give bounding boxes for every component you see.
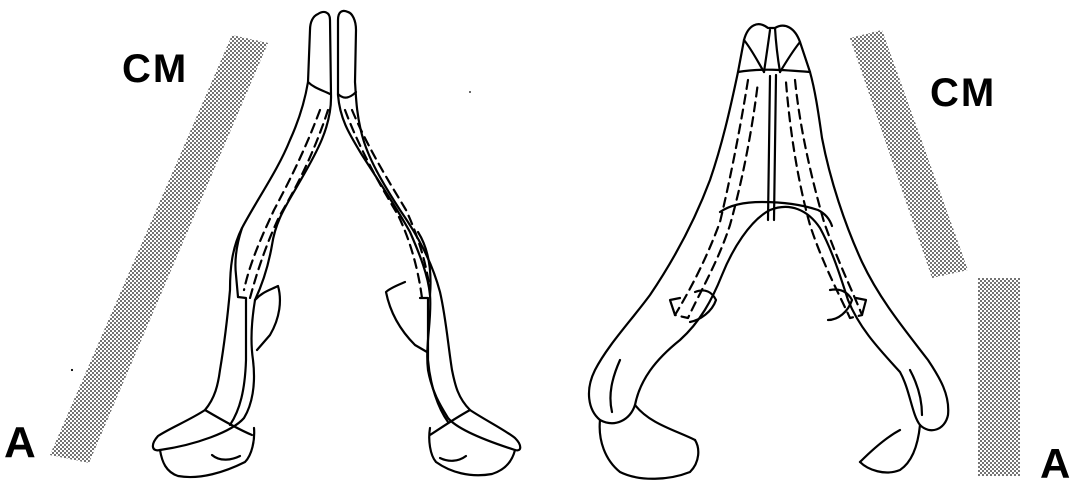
label-a-left: A [4, 421, 36, 465]
label-cm-left: CM [122, 49, 188, 89]
left-jaw-right-half [338, 11, 520, 475]
speck [71, 369, 73, 371]
label-a-right: A [1040, 443, 1070, 485]
scale-bar-right-a [978, 278, 1020, 476]
label-cm-right: CM [930, 73, 996, 113]
left-jaw-drawing [153, 11, 520, 477]
scale-bar-right-cm [850, 30, 968, 278]
speck [469, 91, 471, 93]
